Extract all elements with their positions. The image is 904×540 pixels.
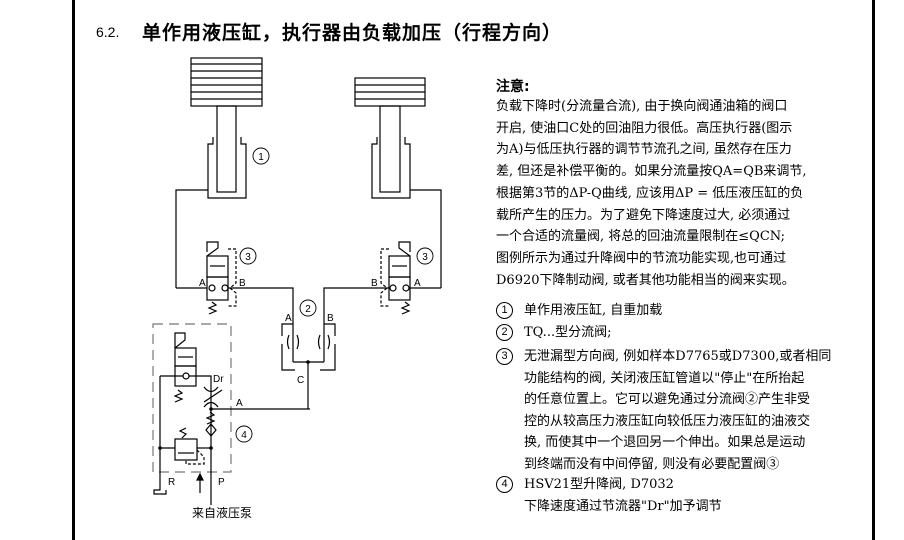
callout-4: 4 [241, 430, 247, 441]
page-border-right [872, 0, 875, 540]
legend-text: 的任意位置上。它可以避免通过分流阀②产生非受 [524, 392, 811, 407]
legend-number-badge: 4 [496, 476, 513, 493]
note-line: 差, 但还是补偿平衡的。如果分流量按QA=QB来调节, [496, 164, 807, 180]
divider-port-b: B [327, 313, 334, 324]
callout-2: 2 [305, 304, 311, 315]
piston-rod-right [379, 105, 401, 193]
cylinder-left [175, 57, 263, 288]
section-title: 单作用液压缸，执行器由负载加压（行程方向） [142, 22, 563, 44]
legend-text: 换, 而使其中一个退回另一个伸出。如果总是运动 [524, 435, 806, 450]
note-line: 开启, 使油口C处的回油阻力很低。高压执行器(图示 [496, 120, 793, 136]
legend-number-badge: 1 [496, 302, 513, 319]
lift-valve-port-r: R [168, 477, 175, 488]
callout-3-left: 3 [245, 252, 251, 263]
lifting-valve-boundary [152, 323, 232, 473]
divider-port-c: C [297, 375, 304, 386]
section-number: 6.2. [96, 24, 120, 40]
notes-heading: 注意: [496, 79, 530, 95]
notes-body: 负载下降时(分流量合流), 由于换向阀通油箱的阀口 开启, 使油口C处的回油阻力… [496, 96, 848, 291]
callout-1: 1 [258, 152, 264, 163]
legend-text: 功能结构的阀, 关闭液压缸管道以"停止"在所抬起 [524, 370, 805, 386]
callout-4-circle [235, 425, 253, 443]
lift-valve-port-dr: Dr [213, 374, 224, 385]
callout-3-right: 3 [422, 252, 428, 263]
right-valve-port-a: A [414, 278, 421, 289]
legend-text: 单作用液压缸, 自重加载 [524, 303, 663, 318]
note-line: 载所产生的压力。为了避免下降速度过大, 必须通过 [496, 207, 791, 223]
directional-valve-left [176, 241, 294, 318]
legend-item-4: 4 HSV21型升降阀, D7032 下降速度通过节流器"Dr"加予调节 [496, 474, 866, 517]
lifting-valve [152, 323, 310, 505]
note-line: D6920下降制动阀, 或者其他功能相当的阀来实现。 [496, 272, 795, 288]
note-line: 图例所示为通过升降阀中的节流功能实现,也可通过 [496, 250, 787, 266]
callout-3-right-circle [416, 247, 434, 265]
legend-text: 无泄漏型方向阀, 例如样本D7765或D7300,或者相同 [524, 349, 832, 364]
lift-valve-port-a: A [236, 398, 243, 409]
cylinder-barrel-right [371, 137, 411, 199]
divider-port-a: A [285, 313, 292, 324]
cylinder-right [354, 77, 442, 288]
left-valve-port-a: A [199, 278, 206, 289]
lift-valve-port-p: P [218, 477, 225, 488]
note-line: 一个合适的流量阀, 将总的回油流量限制在≤QCN; [496, 229, 786, 245]
callout-1-circle [252, 147, 270, 165]
directional-valve-right [323, 241, 441, 318]
legend-item-2: 2 TQ...型分流阀; [496, 322, 866, 344]
legend-item-1: 1 单作用液压缸, 自重加载 [496, 300, 866, 322]
pump-label: 来自液压泵 [192, 505, 252, 520]
piston-rod-left [216, 105, 237, 193]
page-border-left [72, 0, 75, 540]
legend-text: 控的从较高压力液压缸向较低压力液压缸的油液交 [524, 413, 811, 429]
legend-number-badge: 3 [496, 348, 513, 365]
legend-text: 到终端而没有中间停留, 则没有必要配置阀③ [524, 456, 780, 472]
flow-divider-valve [281, 318, 336, 400]
legend-item-3: 3 无泄漏型方向阀, 例如样本D7765或D7300,或者相同 功能结构的阀, … [496, 346, 866, 475]
right-valve-port-b: B [371, 278, 378, 289]
legend-text: TQ...型分流阀; [524, 325, 612, 340]
left-valve-port-b: B [239, 278, 246, 289]
note-line: 为A)与低压执行器的调节节流孔之间, 虽然存在压力 [496, 142, 792, 158]
callout-3-left-circle [239, 247, 257, 265]
cylinder-barrel-left [207, 137, 247, 199]
note-line: 根据第3节的ΔP-Q曲线, 应该用ΔP = 低压液压缸的负 [496, 185, 804, 201]
legend-text: HSV21型升降阀, D7032 [524, 477, 674, 492]
callout-2-circle [299, 299, 317, 317]
legend-text: 下降速度通过节流器"Dr"加予调节 [524, 498, 722, 514]
legend-number-badge: 2 [496, 324, 513, 341]
note-line: 负载下降时(分流量合流), 由于换向阀通油箱的阀口 [496, 99, 788, 114]
